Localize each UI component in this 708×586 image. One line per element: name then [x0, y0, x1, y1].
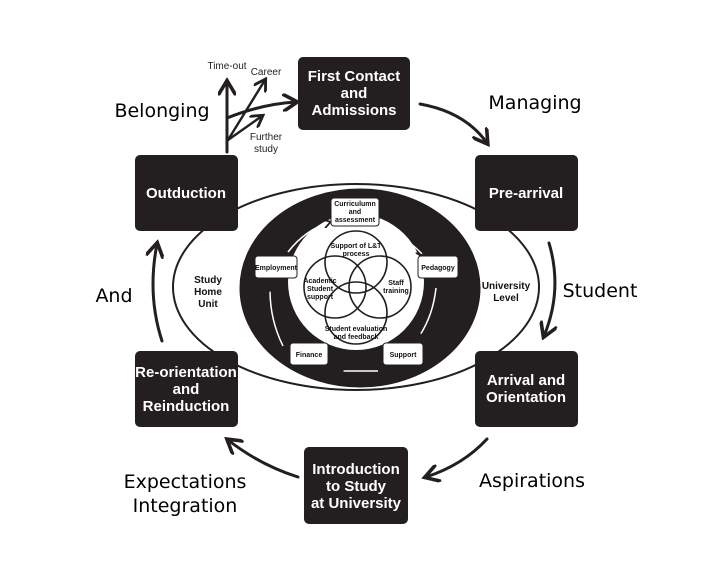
cycle-arrows — [153, 82, 555, 477]
zone-study-home-unit-line-1: Home — [194, 287, 222, 298]
exit-time-out: Time-out — [207, 61, 246, 72]
stage-pre-arrival: Pre-arrival — [475, 155, 578, 231]
introduction-line-2: at University — [311, 495, 402, 512]
venn-left-line-2: support — [307, 294, 334, 301]
arrow-outduction-to-first-contact — [225, 102, 296, 120]
stage-reorientation: Re-orientation and Reinduction — [135, 351, 238, 427]
venn-circle-left — [303, 255, 367, 319]
inner-box-pedagogy: Pedagogy — [417, 255, 459, 279]
zone-study-home-unit-line-0: Study — [194, 275, 222, 286]
venn-top-line-0: Support of L&T — [331, 243, 383, 250]
introduction-line-1: to Study — [326, 478, 387, 495]
first-contact-line-2: Admissions — [311, 102, 396, 119]
reorientation-line-2: Reinduction — [143, 398, 230, 415]
arrow-introduction-to-reorientation — [228, 440, 300, 479]
inner-curriculum-line-0: Curriculumn — [334, 201, 376, 208]
inner-box-employment: Employment — [254, 255, 298, 279]
venn-circle-top — [324, 230, 388, 294]
word-integration: Integration — [133, 495, 238, 517]
inner-pedagogy-label: Pedagogy — [421, 265, 455, 272]
stage-introduction: Introduction to Study at University — [304, 447, 408, 524]
stage-outduction: Outduction — [135, 155, 238, 231]
exit-route-arrows — [226, 80, 265, 142]
exit-further-study-line-1: study — [254, 144, 278, 155]
venn-top-line-1: process — [343, 251, 370, 258]
stage-first-contact: First Contact and Admissions — [298, 57, 410, 130]
first-contact-line-1: and — [341, 85, 368, 102]
word-belonging: Belonging — [114, 100, 209, 122]
venn-left-line-1: Student — [307, 286, 334, 293]
venn-bottom-line-1: and feedback — [334, 334, 379, 341]
exit-career: Career — [251, 67, 282, 78]
venn-left-line-0: Academic — [303, 278, 336, 285]
inner-employment-label: Employment — [255, 265, 298, 272]
arrow-reorientation-to-outduction — [153, 244, 162, 343]
arrow-to-career — [226, 80, 265, 142]
arrow-prearrival-to-arrival — [544, 241, 555, 336]
word-expectations: Expectations — [124, 471, 247, 493]
introduction-line-0: Introduction — [312, 461, 399, 478]
word-aspirations: Aspirations — [479, 470, 585, 492]
first-contact-line-0: First Contact — [308, 68, 401, 85]
word-student: Student — [563, 280, 638, 302]
venn-circle-bottom — [324, 281, 388, 345]
venn-right-line-0: Staff — [388, 280, 404, 287]
zone-study-home-unit-line-2: Unit — [198, 299, 218, 310]
inner-curriculum-line-2: assessment — [335, 217, 376, 224]
inner-finance-label: Finance — [296, 352, 323, 359]
word-and: And — [95, 285, 132, 307]
exit-further-study-line-0: Further — [250, 132, 283, 143]
venn-right-line-1: training — [383, 288, 409, 295]
outduction-label: Outduction — [146, 185, 226, 202]
inner-box-support: Support — [382, 342, 424, 366]
arrow-to-further-study — [226, 116, 262, 142]
word-managing: Managing — [488, 92, 581, 114]
inner-box-curriculum: Curriculumn and assessment — [330, 197, 380, 227]
reorientation-line-0: Re-orientation — [135, 364, 237, 381]
zone-university-level-line-1: Level — [493, 293, 519, 304]
arrow-first-contact-to-prearrival — [418, 102, 487, 143]
inner-flow-arrows — [270, 222, 437, 371]
arrival-line-1: Orientation — [486, 389, 566, 406]
reorientation-line-1: and — [173, 381, 200, 398]
pre-arrival-label: Pre-arrival — [489, 185, 563, 202]
arrow-arrival-to-introduction — [426, 437, 489, 477]
inner-support-label: Support — [390, 352, 417, 359]
arrival-line-0: Arrival and — [487, 372, 565, 389]
venn-bottom-line-0: Student evaluation — [325, 326, 388, 333]
inner-box-finance: Finance — [289, 342, 329, 366]
venn-diagram — [303, 230, 412, 345]
venn-circle-right — [348, 255, 412, 319]
inner-curriculum-line-1: and — [349, 209, 361, 216]
stage-arrival: Arrival and Orientation — [475, 351, 578, 427]
zone-university-level-line-0: University — [482, 281, 531, 292]
